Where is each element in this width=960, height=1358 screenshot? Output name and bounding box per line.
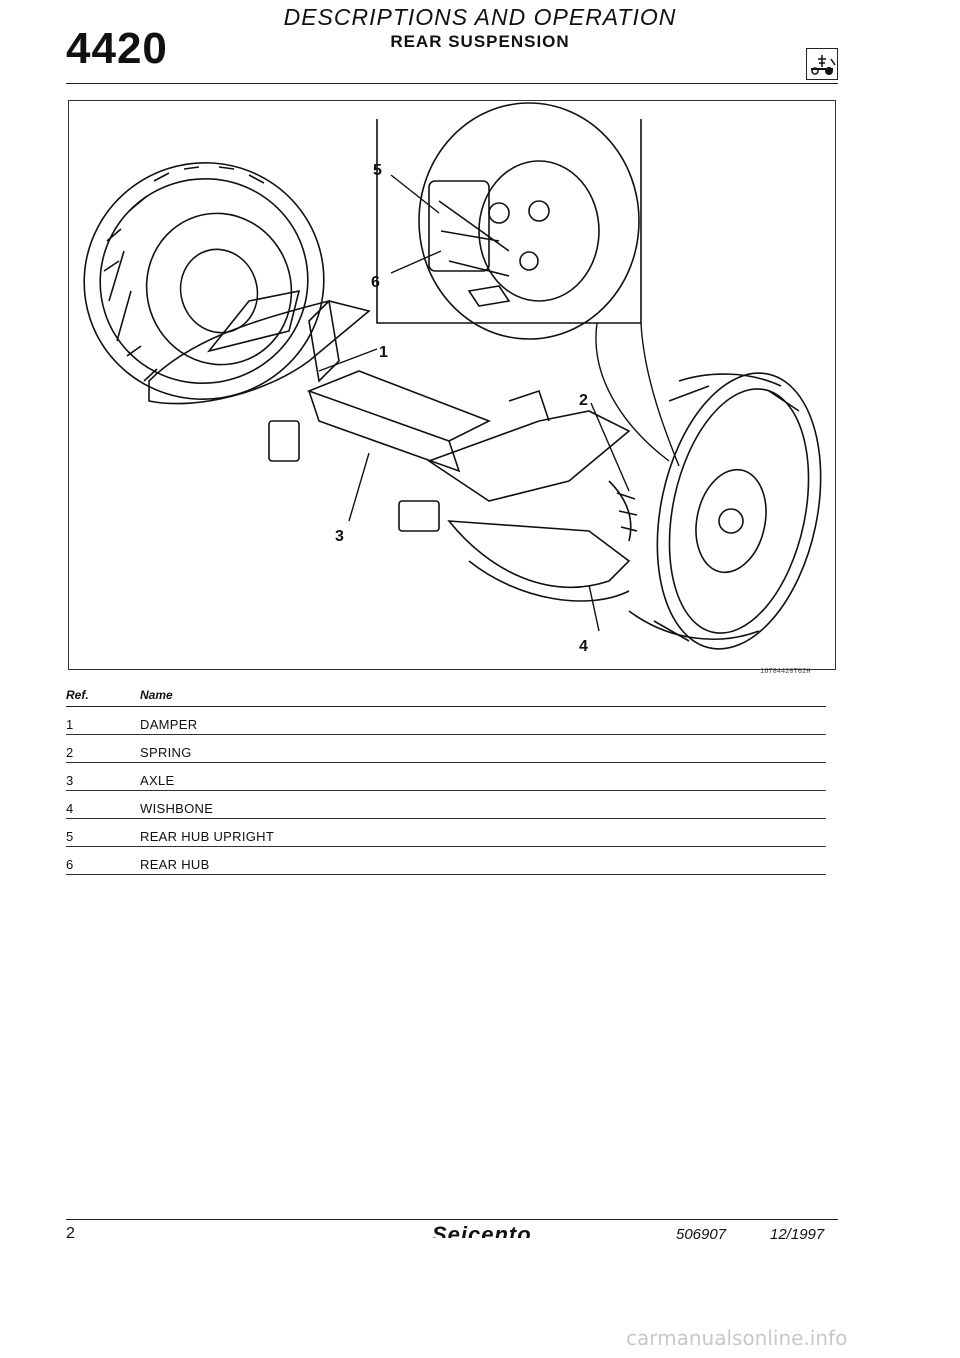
callout-5: 5 [373,162,382,179]
right-wheel-drawing [628,372,822,650]
document-date: 12/1997 [770,1226,825,1243]
brand-logo: Seicento [432,1222,532,1238]
left-wheel-drawing [83,162,325,400]
row-name: WISHBONE [140,801,214,816]
row-name: SPRING [140,745,192,760]
header-rule [66,83,838,84]
table-row: 1 DAMPER [66,707,826,735]
row-ref: 6 [66,857,74,872]
row-name: DAMPER [140,717,198,732]
row-name: REAR HUB [140,857,210,872]
page-title: DESCRIPTIONS AND OPERATION [283,4,677,30]
row-name: AXLE [140,773,175,788]
section-code: 4420 [66,24,168,73]
axle-drawing [148,289,638,602]
page-number: 2 [66,1225,75,1242]
callout-2: 2 [579,392,588,409]
row-ref: 2 [66,745,74,760]
page-subtitle: REAR SUSPENSION [390,32,570,51]
callout-leaders [318,174,680,632]
hub-inset-drawing [376,102,642,340]
header-ref: Ref. [66,688,89,702]
callout-6: 6 [371,274,380,291]
document-code: 506907 [676,1226,727,1243]
row-ref: 1 [66,717,74,732]
table-row: 2 SPRING [66,735,826,763]
callout-1: 1 [379,344,388,361]
table-row: 4 WISHBONE [66,791,826,819]
rear-suspension-icon [806,48,838,80]
row-ref: 5 [66,829,74,844]
parts-table: Ref. Name 1 DAMPER 2 SPRING 3 AXLE 4 WIS… [66,680,826,875]
table-row: 5 REAR HUB UPRIGHT [66,819,826,847]
table-header: Ref. Name [66,680,826,707]
table-row: 3 AXLE [66,763,826,791]
callout-4: 4 [579,638,588,655]
footer-rule [66,1219,838,1220]
header-name: Name [140,688,173,702]
watermark: carmanualsonline.info [626,1326,848,1350]
row-name: REAR HUB UPRIGHT [140,829,275,844]
row-ref: 4 [66,801,74,816]
figure-code: 16784420T02H [760,668,811,676]
suspension-figure: 5 6 1 2 3 4 [68,100,836,670]
row-ref: 3 [66,773,74,788]
table-row: 6 REAR HUB [66,847,826,875]
callout-3: 3 [335,528,344,545]
